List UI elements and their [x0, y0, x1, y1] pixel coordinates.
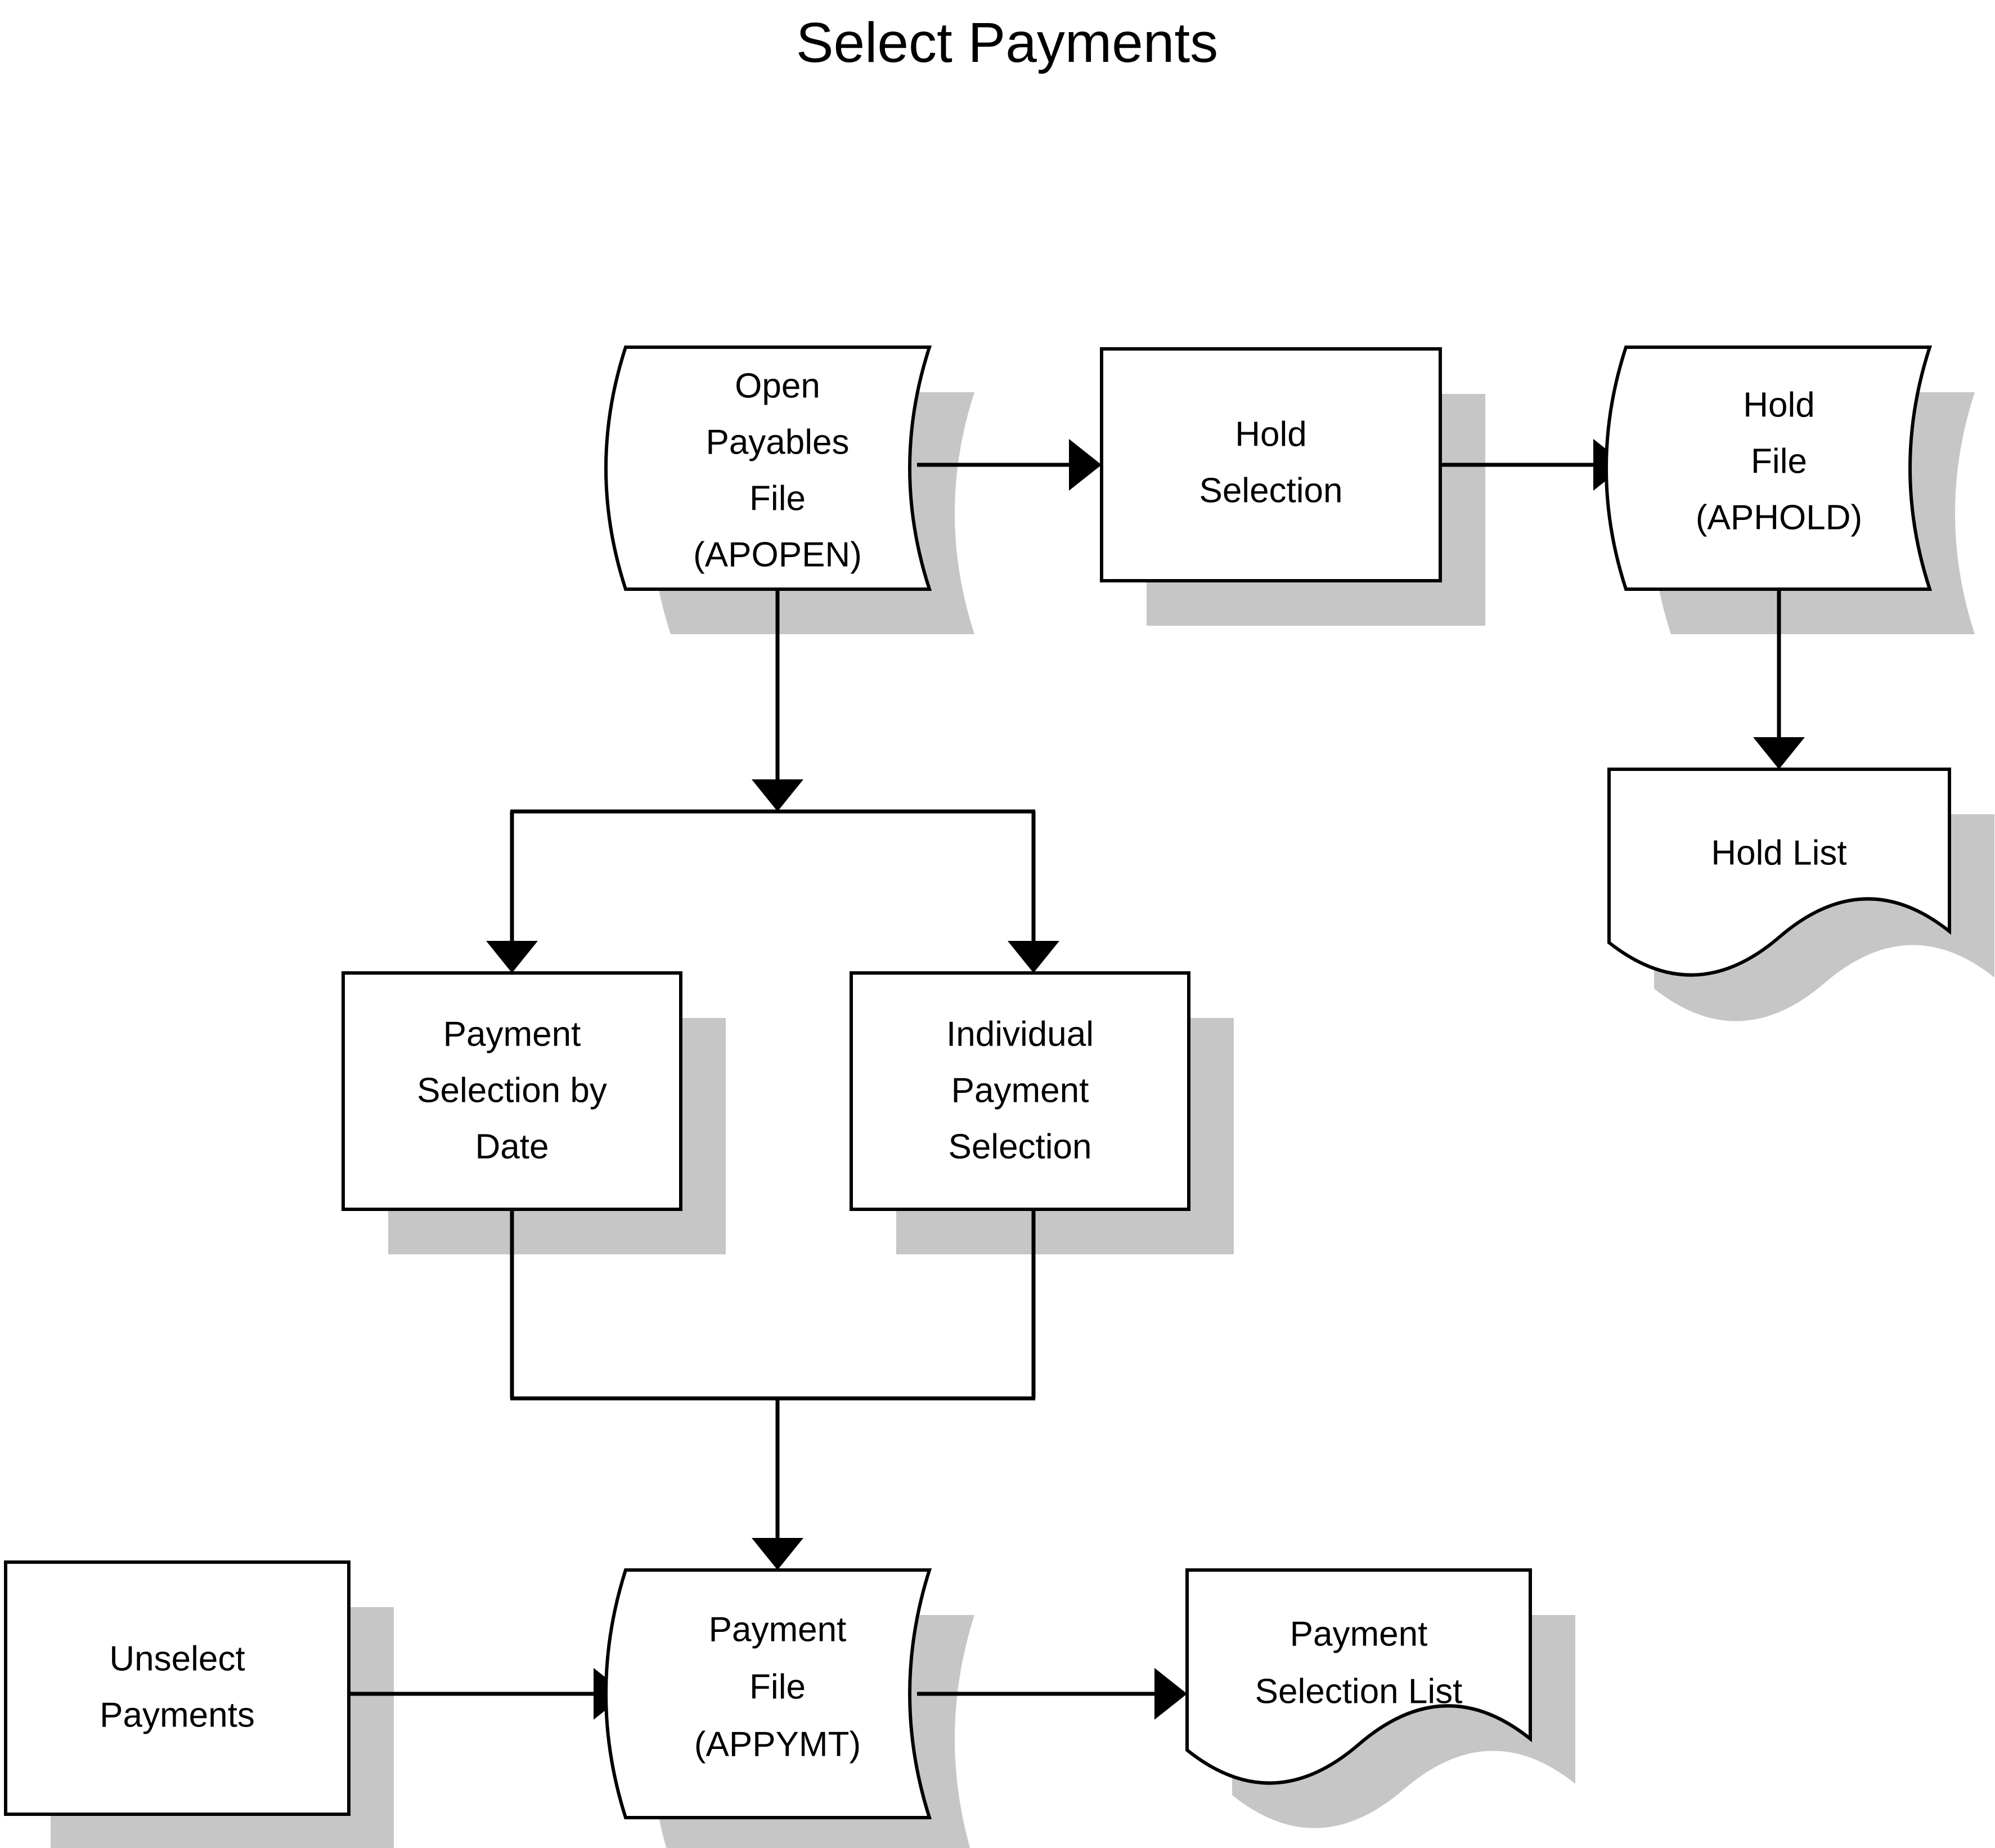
node-ips-line-2: Selection [948, 1127, 1091, 1166]
node-unselect-payments[interactable]: Unselect Payments [4, 1560, 351, 1816]
node-aphold-line-2: (APHOLD) [1696, 498, 1862, 537]
node-hold-list[interactable]: Hold List [1607, 768, 1951, 977]
document-shape-payment-selection-list [1185, 1568, 1532, 1785]
edge-apopen-to-split-arrowhead [752, 779, 803, 811]
edge-merge-to-appymt-arrowhead [752, 1538, 803, 1570]
node-appymt[interactable]: Payment File (APPYMT) [604, 1568, 932, 1819]
edge-apopen-to-hold-selection-arrowhead [1069, 439, 1102, 491]
stored-data-shape-appymt [604, 1568, 932, 1819]
stored-data-shape-apopen [604, 346, 932, 591]
node-hold-selection-line-1: Selection [1199, 471, 1342, 510]
edge-split-left-arrowhead [486, 941, 538, 973]
node-payment-selection-by-date[interactable]: Payment Selection by Date [342, 971, 682, 1211]
document-shape-hold-list [1607, 768, 1951, 977]
node-apopen-line-0: Open [735, 366, 820, 405]
node-apopen-line-2: File [749, 479, 806, 518]
node-psbd-line-0: Payment [443, 1015, 581, 1053]
node-psl-line-0: Payment [1290, 1614, 1428, 1653]
node-hold-selection[interactable]: Hold Selection [1100, 347, 1442, 582]
node-unselect-payments-line-0: Unselect [109, 1639, 245, 1678]
process-shape-individual-payment-selection [850, 971, 1190, 1211]
node-apopen-line-3: (APOPEN) [693, 535, 862, 574]
node-unselect-payments-line-1: Payments [100, 1696, 255, 1734]
edge-aphold-to-hold-list-arrowhead [1753, 737, 1805, 769]
node-appymt-line-2: (APPYMT) [694, 1725, 861, 1764]
node-psl-line-1: Selection List [1255, 1672, 1463, 1711]
stored-data-shape-aphold [1605, 346, 1933, 591]
edge-appymt-to-psl-arrowhead [1154, 1668, 1187, 1720]
edge-split-right-arrowhead [1008, 941, 1059, 973]
node-appymt-line-1: File [749, 1667, 806, 1706]
node-apopen[interactable]: Open Payables File (APOPEN) [604, 346, 932, 591]
node-individual-payment-selection[interactable]: Individual Payment Selection [850, 971, 1190, 1211]
node-aphold-line-0: Hold [1743, 385, 1815, 424]
node-ips-line-0: Individual [946, 1015, 1094, 1053]
node-aphold[interactable]: Hold File (APHOLD) [1605, 346, 1933, 591]
node-payment-selection-list[interactable]: Payment Selection List [1185, 1568, 1532, 1785]
node-aphold-line-1: File [1751, 442, 1807, 481]
node-ips-line-1: Payment [951, 1071, 1089, 1110]
node-appymt-line-0: Payment [709, 1610, 847, 1649]
process-shape-hold-selection [1100, 347, 1442, 582]
node-hold-list-line-0: Hold List [1711, 833, 1846, 872]
process-shape-payment-selection-by-date [342, 971, 682, 1211]
process-shape-unselect-payments [4, 1560, 351, 1816]
page-title: Select Payments [796, 11, 1218, 74]
node-apopen-line-1: Payables [706, 423, 849, 461]
node-hold-selection-line-0: Hold [1235, 415, 1307, 454]
node-psbd-line-1: Selection by [417, 1071, 607, 1110]
node-psbd-line-2: Date [475, 1127, 549, 1166]
